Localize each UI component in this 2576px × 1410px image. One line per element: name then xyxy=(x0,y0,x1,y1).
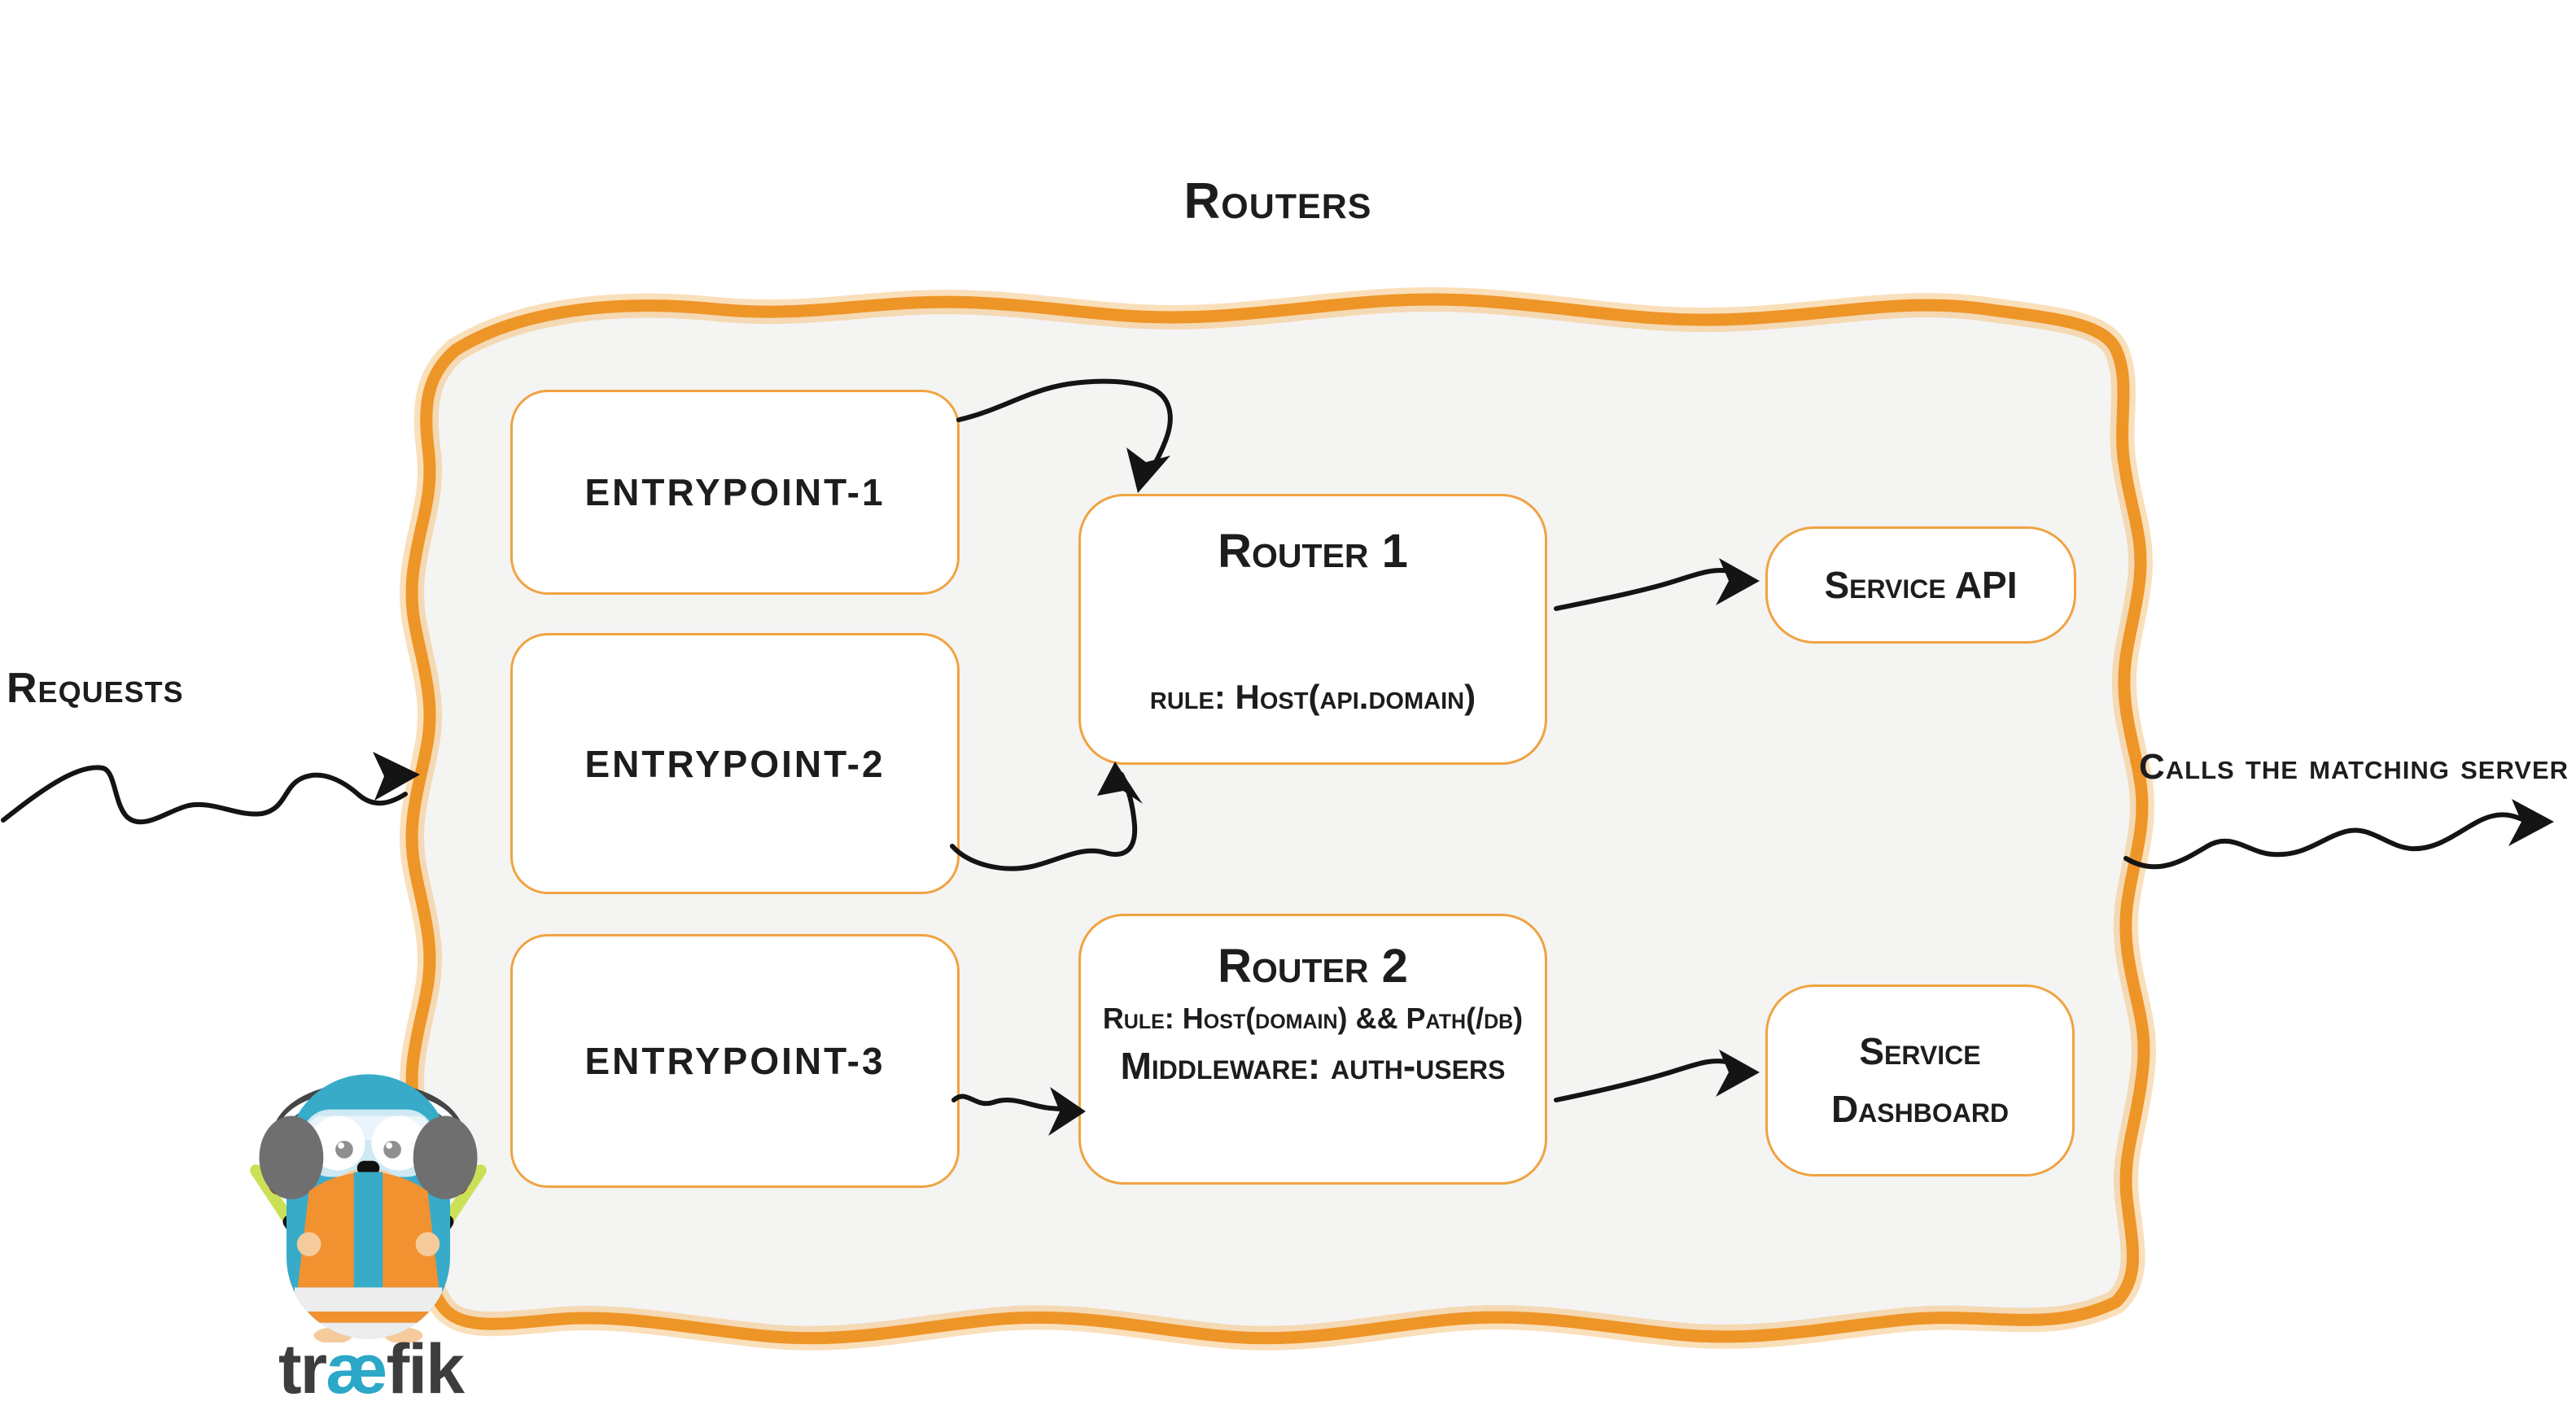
wordmark-fik: fik xyxy=(386,1330,465,1408)
gopher-hand xyxy=(296,1232,321,1256)
entrypoint-1-label: entrypoint-1 xyxy=(584,471,886,513)
router-1-rule: rule: Host(api.domain) xyxy=(1149,678,1476,716)
traefik-wordmark: træfik xyxy=(234,1329,507,1410)
router-2-box: Router 2 Rule: Host(domain) && Path(/db)… xyxy=(1078,914,1547,1185)
arrow-entrypoint2-to-router1 xyxy=(950,772,1138,871)
wordmark-tr: tr xyxy=(278,1330,327,1408)
service-dashboard-box: Service Dashboard xyxy=(1765,984,2075,1176)
wordmark-ae: æ xyxy=(326,1330,387,1408)
arrowhead-entrypoint2-router1 xyxy=(1097,762,1143,804)
arrow-entrypoint3-to-router2 xyxy=(951,1094,1077,1113)
arrow-router1-to-service-api xyxy=(1554,568,1733,611)
arrowhead-entrypoint1-router1 xyxy=(1126,447,1170,493)
arrow-router2-to-service-dashboard xyxy=(1554,1059,1733,1102)
requests-arrowhead xyxy=(373,752,420,801)
requests-arrow xyxy=(1,765,408,825)
service-dashboard-label: Service Dashboard xyxy=(1830,1029,2010,1130)
page-title: Routers xyxy=(1183,173,1372,229)
entrypoint-3-box: entrypoint-3 xyxy=(510,934,960,1188)
entrypoint-3-label: entrypoint-3 xyxy=(584,1040,886,1082)
safety-vest xyxy=(294,1172,443,1339)
service-api-box: Service API xyxy=(1765,526,2076,644)
calls-arrowhead xyxy=(2508,799,2554,846)
arrow-entrypoint1-to-router1 xyxy=(956,378,1173,482)
traefik-gopher-logo xyxy=(250,1074,487,1342)
router-2-middleware: Middleware: auth-users xyxy=(1120,1045,1506,1087)
router-1-box: Router 1 rule: Host(api.domain) xyxy=(1078,494,1547,765)
router-2-name: Router 2 xyxy=(1218,940,1408,993)
entrypoint-2-label: entrypoint-2 xyxy=(584,742,886,785)
calls-matching-server-label: Calls the matching server xyxy=(2139,747,2569,787)
arrowhead-router2-dashboard xyxy=(1716,1050,1760,1097)
router-2-rule: Rule: Host(domain) && Path(/db) xyxy=(1102,1002,1524,1035)
gopher-hand xyxy=(415,1232,440,1256)
router-1-name: Router 1 xyxy=(1218,525,1408,578)
gopher-nose xyxy=(356,1160,380,1176)
arrowhead-router1-api xyxy=(1716,558,1760,605)
requests-label: Requests xyxy=(7,665,184,712)
entrypoint-2-box: entrypoint-2 xyxy=(510,633,960,894)
entrypoint-1-box: entrypoint-1 xyxy=(510,390,960,595)
calls-arrow xyxy=(2123,812,2530,870)
service-api-label: Service API xyxy=(1824,564,2018,606)
